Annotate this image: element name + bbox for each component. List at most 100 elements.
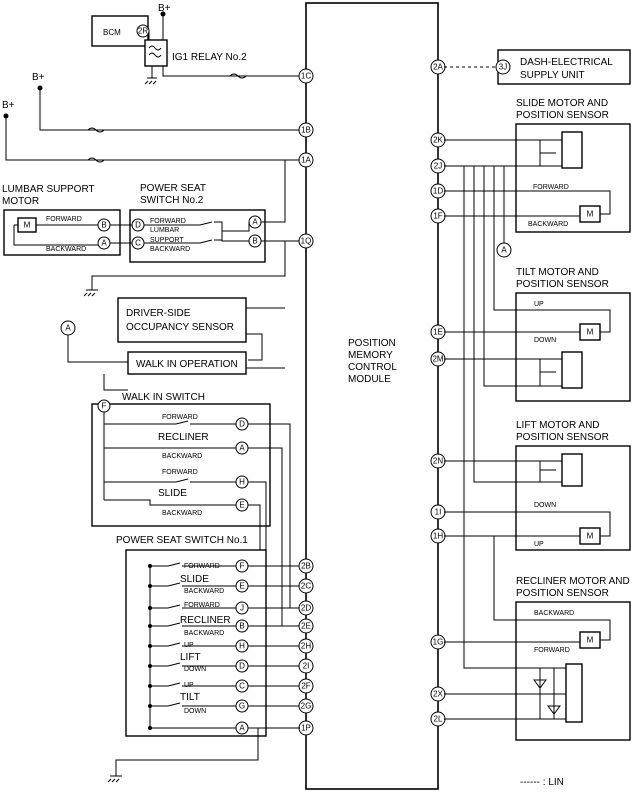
bcm-pin-label: 2R: [138, 27, 148, 36]
module-pin-2e-label: 2E: [301, 622, 311, 631]
psw1-pin-b-4: [235, 619, 249, 633]
module-pin-2f: [298, 678, 314, 694]
lift-motor-label-1: LIFT MOTOR AND: [516, 420, 600, 431]
psw1-switch-row-6: [150, 662, 299, 667]
psw1-junction-8: [148, 704, 152, 708]
module-pin-2g-label: 2G: [301, 702, 312, 711]
psw1-pin-a-9-label: A: [239, 724, 245, 733]
recliner-motor-label-2: POSITION SENSOR: [516, 588, 609, 599]
module-pin-2g: [298, 698, 314, 714]
module-pin-2i-label: 2I: [303, 662, 310, 671]
psw1-lift-label: LIFT: [180, 652, 201, 663]
psw2-pin-c-label: C: [135, 239, 141, 248]
psw1-switch-row-7: [150, 682, 299, 687]
recliner-sensor-symbol: [565, 663, 583, 723]
psw1-switch-row-1: [150, 562, 299, 567]
psw1-pin-f-1-label: F: [240, 562, 245, 571]
occupancy-label-1: DRIVER-SIDE: [126, 308, 191, 319]
lift-down-label: DOWN: [534, 502, 556, 509]
walkin-pin-a-label: A: [239, 444, 245, 453]
psw1-junction-7: [148, 684, 152, 688]
psw2-support-label: SUPPORT: [150, 237, 184, 244]
dash-pin-3j-label: 3J: [499, 63, 507, 72]
psw1-switch-row-5: [150, 642, 299, 647]
position-memory-control-module: [305, 2, 439, 790]
slide-motor-m: M: [587, 210, 594, 219]
psw2-box: [129, 209, 266, 263]
psw1-pin-g-8: [235, 699, 249, 713]
module-label-3: CONTROL: [348, 362, 397, 373]
module-pin-2b-label: 2B: [301, 562, 311, 571]
module-pin-1i-label: 1I: [435, 508, 442, 517]
psw1-pin-g-8-label: G: [239, 702, 245, 711]
module-pin-1a: [298, 152, 314, 168]
psw1-pin-d-6-label: D: [239, 662, 245, 671]
psw1-pin-c-7-label: C: [239, 682, 245, 691]
tilt-down-label: DOWN: [534, 337, 556, 344]
fuse-1a: [87, 157, 105, 163]
psw1-slide-label: SLIDE: [180, 574, 209, 585]
walkin-recliner-label: RECLINER: [158, 432, 209, 443]
module-label-1: POSITION: [348, 338, 396, 349]
psw1-pin-f-1: [235, 559, 249, 573]
psw1-junction-5: [148, 644, 152, 648]
lumbar-pin-a-label: A: [101, 239, 107, 248]
module-pin-1h-label: 1H: [433, 532, 443, 541]
walk-in-switch-label: WALK IN SWITCH: [122, 392, 205, 403]
module-pin-2d: [298, 600, 314, 616]
walkin-pin-f-label: F: [102, 402, 107, 411]
lumbar-motor-m: M: [24, 221, 31, 230]
module-pin-2k-label: 2K: [433, 136, 443, 145]
psw1-pin-e-2-label: E: [239, 582, 244, 591]
module-pin-1c: [298, 68, 314, 84]
psw2-label-1: POWER SEAT: [140, 183, 206, 194]
recliner-motor-m: M: [587, 636, 594, 645]
slide-motor-label-1: SLIDE MOTOR AND: [516, 98, 608, 109]
walkin-pin-h-label: H: [239, 478, 245, 487]
psw1-junction-2: [148, 584, 152, 588]
module-pin-2i: [298, 658, 314, 674]
psw2-lumbar-label: LUMBAR: [150, 227, 179, 234]
lift-motor-label-2: POSITION SENSOR: [516, 432, 609, 443]
walkin-forward-label-2: FORWARD: [162, 469, 198, 476]
b-plus-label-2: B+: [32, 72, 45, 83]
psw1-pin-e-2: [235, 579, 249, 593]
module-pin-2j-label: 2J: [434, 162, 442, 171]
tilt-sensor-symbol: [561, 351, 583, 389]
ground-symbol-relay: [144, 66, 157, 85]
psw1-pin-c-7: [235, 679, 249, 693]
psw1-recliner-backward: BACKWARD: [184, 630, 224, 637]
psw1-switch-row-8: [150, 702, 299, 707]
module-pin-2c-label: 2C: [301, 582, 311, 591]
walkin-backward-label-2: BACKWARD: [162, 510, 202, 517]
module-pin-1f-label: 1F: [433, 212, 442, 221]
slide-sensor-symbol: [561, 131, 583, 169]
walkin-pin-e-label: E: [239, 501, 244, 510]
module-label-2: MEMORY: [348, 350, 393, 361]
module-pin-1q: [298, 233, 314, 249]
psw1-switch-row-4: [150, 622, 299, 627]
recliner-backward-label: BACKWARD: [534, 610, 574, 617]
ig1-relay-box: [144, 39, 168, 67]
lift-sensor-symbol: [561, 453, 583, 487]
module-pin-1c-label: 1C: [301, 72, 311, 81]
module-pin-2f-label: 2F: [301, 682, 310, 691]
module-pin-1b-label: 1B: [301, 126, 311, 135]
walkin-pin-d-label: D: [239, 420, 245, 429]
dash-label-2: SUPPLY UNIT: [520, 70, 585, 81]
module-pin-2b: [298, 558, 314, 574]
tilt-motor-label-1: TILT MOTOR AND: [516, 267, 599, 278]
walk-in-operation-label: WALK IN OPERATION: [136, 359, 238, 370]
module-label-4: MODULE: [348, 374, 391, 385]
connector-a-right-label: A: [501, 246, 507, 255]
psw2-pin-b-label: B: [252, 237, 257, 246]
psw1-junction-3: [148, 606, 152, 610]
lumbar-pin-b-label: B: [101, 221, 106, 230]
recliner-motor-label-1: RECLINER MOTOR AND: [516, 576, 630, 587]
bcm-label: BCM: [103, 28, 121, 37]
module-pin-1p-label: 1P: [301, 724, 311, 733]
module-pin-2n-label: 2N: [433, 457, 443, 466]
psw1-junction-9: [148, 726, 152, 730]
module-pin-2l-label: 2L: [434, 715, 443, 724]
occupancy-label-2: OCCUPANCY SENSOR: [126, 322, 234, 333]
